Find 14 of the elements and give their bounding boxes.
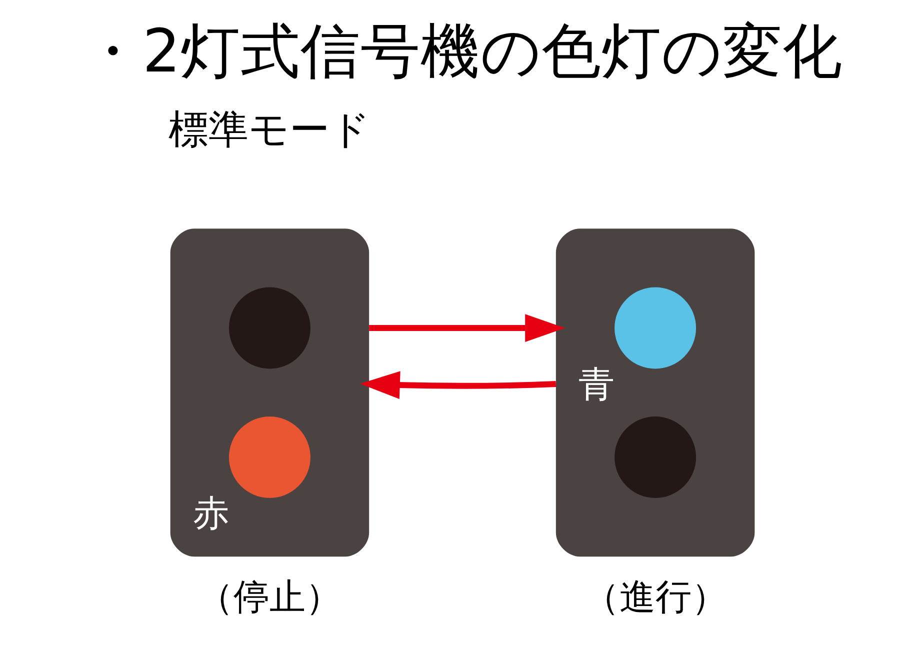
node-label: （進行） bbox=[582, 577, 727, 618]
node-circle bbox=[614, 416, 696, 498]
node-circle bbox=[228, 416, 310, 498]
node-circle bbox=[228, 287, 310, 369]
node-label: 赤 bbox=[192, 494, 229, 535]
node-label: （停止） bbox=[197, 577, 342, 618]
arrow bbox=[368, 314, 564, 342]
label: 標準モード bbox=[168, 107, 370, 154]
cluster bbox=[170, 228, 369, 557]
cluster bbox=[555, 228, 754, 557]
node-circle bbox=[614, 287, 696, 369]
arrow bbox=[360, 371, 556, 399]
diagram-title: ・2灯式信号機の色灯の変化 bbox=[82, 18, 842, 87]
node-label: 青 bbox=[578, 364, 614, 406]
